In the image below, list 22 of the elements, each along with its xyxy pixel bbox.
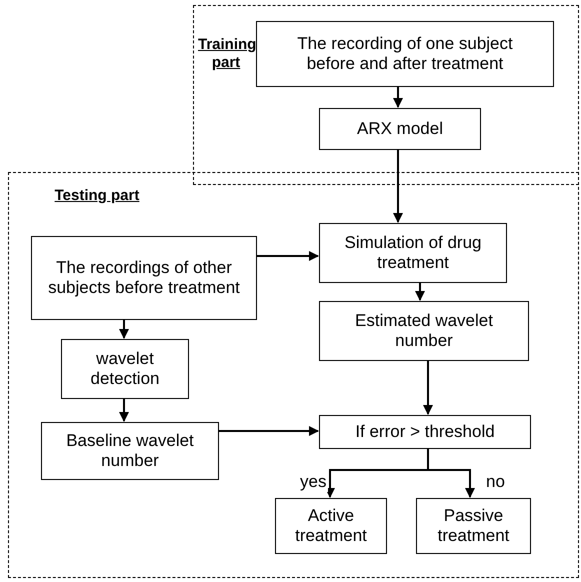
process-box: Baseline wavelet number bbox=[41, 422, 219, 480]
arrow bbox=[256, 251, 319, 261]
process-box: The recordings of other subjects before treatment bbox=[31, 236, 257, 320]
group-heading: Training part bbox=[198, 36, 254, 72]
dashed-group-frame bbox=[8, 172, 579, 578]
process-box: Active treatment bbox=[275, 498, 387, 554]
arrow bbox=[218, 426, 319, 436]
group-heading: Testing part bbox=[54, 187, 140, 205]
process-box: Simulation of drug treatment bbox=[319, 223, 507, 283]
process-box: Passive treatment bbox=[416, 498, 531, 554]
arrow bbox=[119, 398, 129, 422]
arrow bbox=[393, 149, 403, 223]
process-box: If error > threshold bbox=[319, 415, 531, 449]
process-box: ARX model bbox=[319, 108, 481, 150]
dashed-group-frame bbox=[193, 5, 579, 185]
process-box: wavelet detection bbox=[61, 339, 189, 399]
arrow bbox=[393, 86, 403, 108]
arrow bbox=[423, 360, 433, 415]
arrow bbox=[415, 282, 425, 301]
process-box: The recording of one subject before and after treatment bbox=[256, 21, 554, 87]
process-box: Estimated wavelet number bbox=[319, 301, 529, 361]
arrow bbox=[119, 319, 129, 339]
